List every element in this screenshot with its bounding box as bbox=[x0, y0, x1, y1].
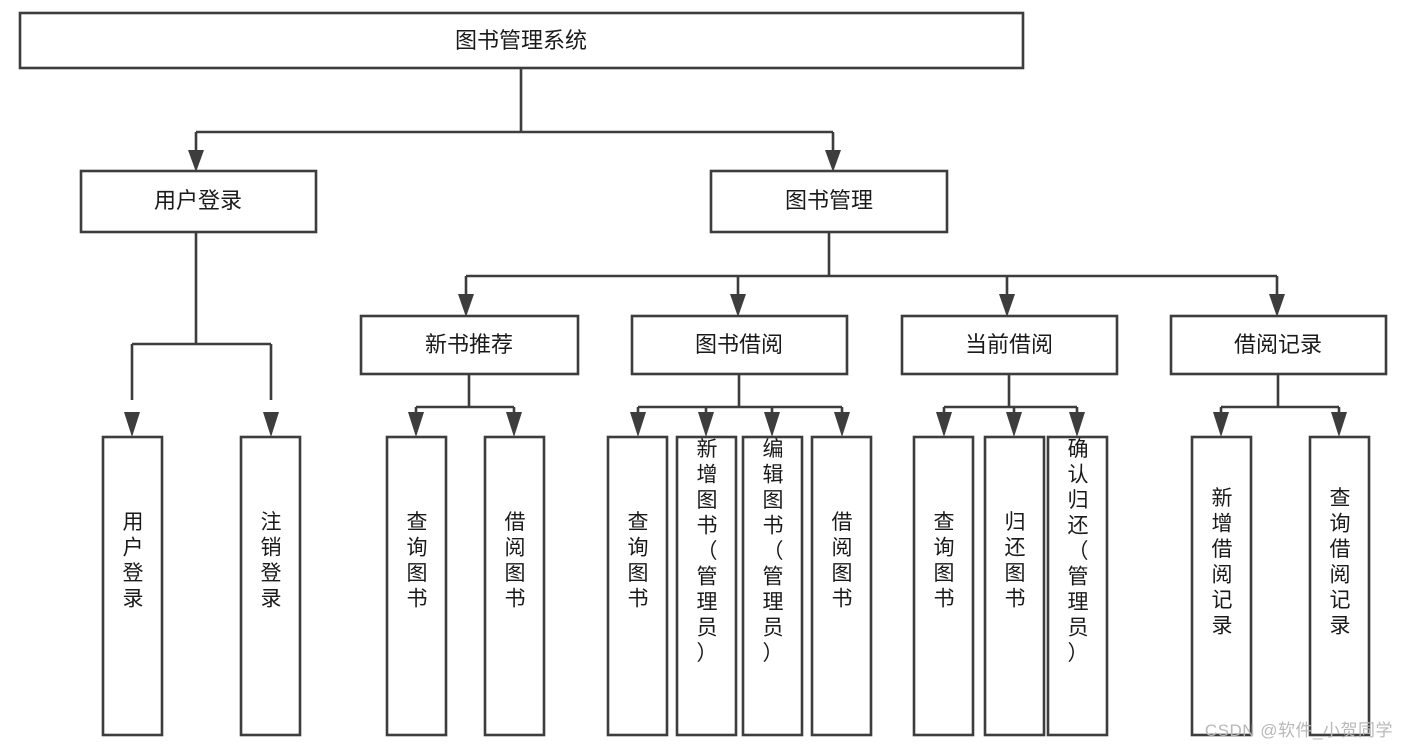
leaf-current-borrow-return-label: 归还图书 bbox=[1005, 511, 1026, 611]
leaf-book-borrow-borrow-label: 借阅图书 bbox=[832, 511, 853, 611]
leaf-current-borrow-query-label: 查询图书 bbox=[934, 511, 955, 611]
leaf-borrow-record-add[interactable]: 新增借阅记录 bbox=[1190, 435, 1253, 737]
leaf-current-borrow-query[interactable]: 查询图书 bbox=[912, 435, 975, 737]
node-root-system[interactable]: 图书管理系统 bbox=[18, 11, 1025, 70]
leaf-book-borrow-query-label: 查询图书 bbox=[628, 511, 649, 611]
connector-newbook-to-leaves bbox=[408, 374, 522, 437]
leaf-book-borrow-add[interactable]: 新增图书（管理员） bbox=[675, 435, 738, 737]
node-current-borrow[interactable]: 当前借阅 bbox=[900, 314, 1119, 376]
connector-userlogin-to-leaves bbox=[124, 232, 279, 437]
leaf-borrow-record-query-label: 查询借阅记录 bbox=[1330, 487, 1351, 638]
leaf-borrow-record-add-label: 新增借阅记录 bbox=[1212, 487, 1233, 638]
node-borrow-record-label: 借阅记录 bbox=[1234, 332, 1322, 357]
node-current-borrow-label: 当前借阅 bbox=[965, 332, 1053, 357]
node-book-borrow[interactable]: 图书借阅 bbox=[630, 314, 849, 376]
node-new-book-recommend[interactable]: 新书推荐 bbox=[359, 314, 580, 376]
leaf-user-login-logout[interactable]: 注销登录 bbox=[239, 435, 302, 737]
csdn-watermark: CSDN @软件_小贺同学 bbox=[1204, 721, 1393, 740]
leaf-new-book-borrow-label: 借阅图书 bbox=[505, 511, 526, 611]
node-book-management[interactable]: 图书管理 bbox=[709, 169, 949, 234]
leaf-user-login-login-label: 用户登录 bbox=[123, 511, 144, 611]
leaf-book-borrow-add-label: 新增图书（管理员） bbox=[697, 438, 718, 665]
leaf-current-borrow-return[interactable]: 归还图书 bbox=[983, 435, 1046, 737]
leaf-new-book-query-label: 查询图书 bbox=[407, 511, 428, 611]
connector-borrowrecord-to-leaves bbox=[1213, 374, 1347, 437]
node-user-login-label: 用户登录 bbox=[154, 188, 242, 213]
leaf-new-book-borrow[interactable]: 借阅图书 bbox=[483, 435, 546, 737]
connector-root-to-level2 bbox=[188, 68, 841, 172]
leaf-new-book-query[interactable]: 查询图书 bbox=[385, 435, 448, 737]
connector-currentborrow-to-leaves bbox=[936, 374, 1085, 437]
node-book-management-label: 图书管理 bbox=[785, 188, 873, 213]
node-user-login[interactable]: 用户登录 bbox=[79, 169, 318, 234]
leaf-book-borrow-edit[interactable]: 编辑图书（管理员） bbox=[741, 435, 804, 737]
leaf-book-borrow-query[interactable]: 查询图书 bbox=[606, 435, 669, 737]
node-new-book-recommend-label: 新书推荐 bbox=[425, 332, 513, 357]
node-borrow-record[interactable]: 借阅记录 bbox=[1169, 314, 1388, 376]
leaf-current-borrow-confirm[interactable]: 确认归还（管理员） bbox=[1046, 435, 1109, 737]
leaf-book-borrow-borrow[interactable]: 借阅图书 bbox=[810, 435, 873, 737]
connector-bookborrow-to-leaves bbox=[630, 374, 850, 437]
node-root-system-label: 图书管理系统 bbox=[455, 28, 587, 53]
leaf-user-login-login[interactable]: 用户登录 bbox=[101, 435, 164, 737]
leaf-current-borrow-confirm-label: 确认归还（管理员） bbox=[1068, 438, 1089, 665]
leaf-borrow-record-query[interactable]: 查询借阅记录 bbox=[1308, 435, 1371, 737]
node-book-borrow-label: 图书借阅 bbox=[695, 332, 783, 357]
leaf-book-borrow-edit-label: 编辑图书（管理员） bbox=[763, 438, 784, 665]
connector-bookmanage-to-level3 bbox=[458, 232, 1285, 317]
leaf-user-login-logout-label: 注销登录 bbox=[261, 511, 282, 611]
